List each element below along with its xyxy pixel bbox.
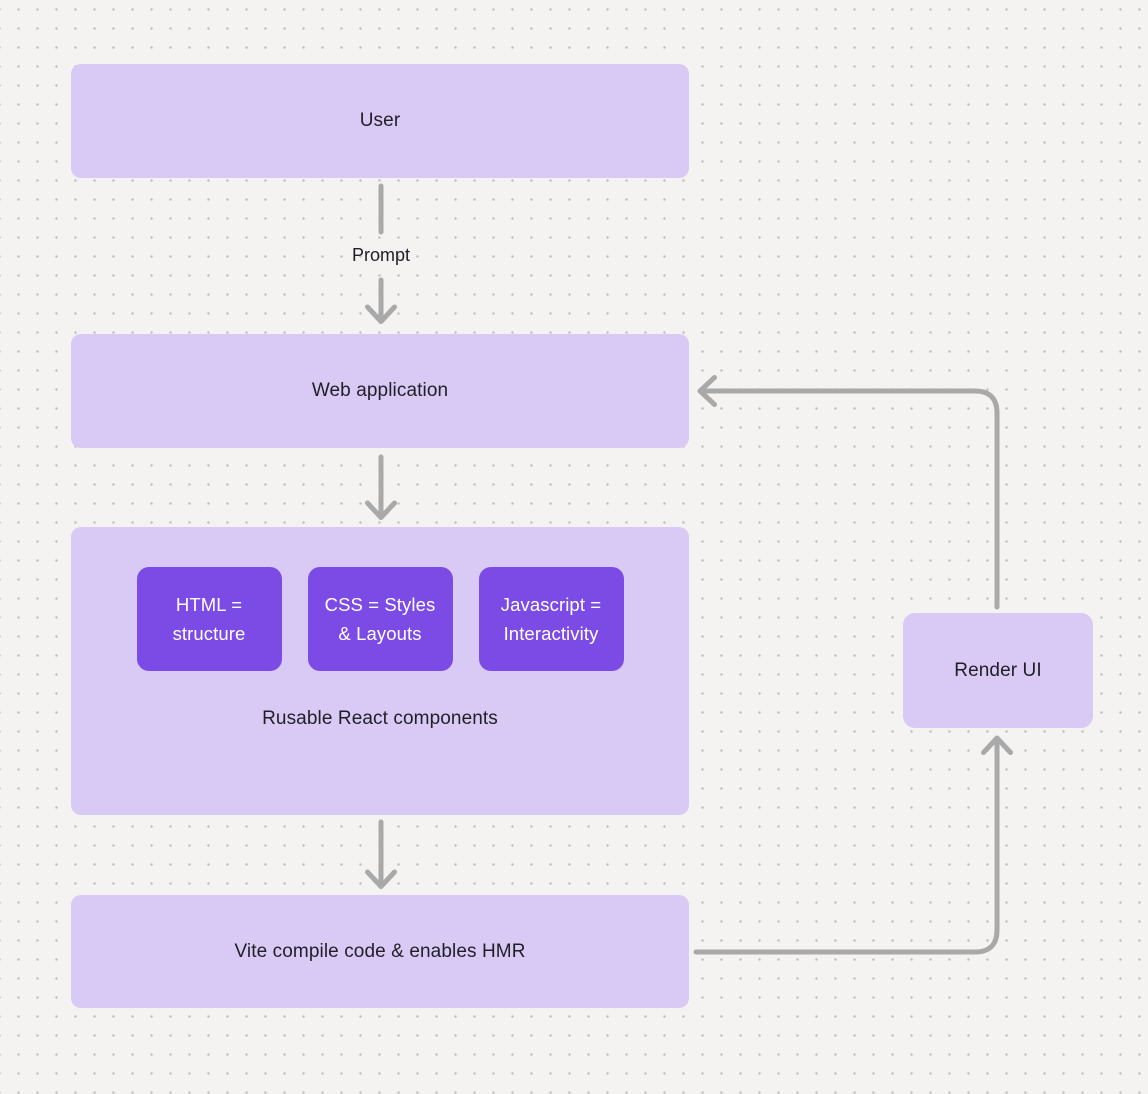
arrowhead-left-icon	[697, 375, 717, 407]
chip-css[interactable]: CSS = Styles & Layouts	[307, 567, 453, 671]
node-render-ui[interactable]: Render UI	[903, 613, 1093, 728]
node-web-application[interactable]: Web application	[71, 334, 689, 448]
chip-javascript[interactable]: Javascript = Interactivity	[478, 567, 624, 671]
node-render-ui-label: Render UI	[954, 659, 1042, 681]
node-user-label: User	[359, 110, 401, 131]
edge-renderui-to-webapp[interactable]	[701, 388, 1000, 610]
node-web-application-label: Web application	[311, 380, 449, 401]
edge-label-prompt[interactable]: Prompt	[351, 245, 411, 265]
arrowhead-down-icon	[365, 869, 397, 889]
chip-html[interactable]: HTML = structure	[136, 567, 282, 671]
components-caption: Rusable React components	[262, 708, 498, 729]
arrowhead-down-icon	[365, 500, 397, 520]
node-vite-label: Vite compile code & enables HMR	[234, 940, 526, 962]
components-chip-row: HTML = structure CSS = Styles & Layouts …	[71, 567, 689, 671]
node-vite[interactable]: Vite compile code & enables HMR	[71, 895, 689, 1008]
node-user[interactable]: User	[71, 64, 689, 178]
arrowhead-up-icon	[981, 735, 1013, 755]
node-react-components[interactable]: HTML = structure CSS = Styles & Layouts …	[71, 527, 689, 815]
arrowhead-down-icon	[365, 304, 397, 324]
edge-vite-to-renderui[interactable]	[693, 739, 1000, 955]
